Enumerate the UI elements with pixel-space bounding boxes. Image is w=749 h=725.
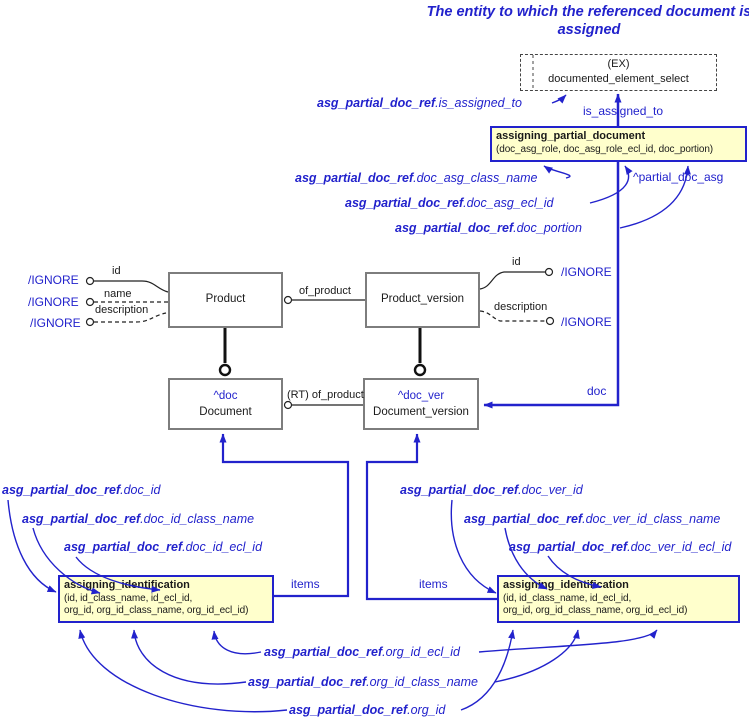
edge-label-items-left: items (291, 577, 320, 591)
ref-label-doc-id-class-name: asg_partial_doc_ref.doc_id_class_name (22, 512, 255, 526)
apd-attrs: (doc_asg_role, doc_asg_role_ecl_id, doc_… (496, 143, 714, 155)
ai-left-attrs-1: (id, id_class_name, id_ecl_id, (64, 592, 193, 604)
product-box[interactable]: Product (168, 272, 283, 328)
select-box-tag: (EX) (607, 58, 630, 70)
assigning-partial-document-box[interactable]: assigning_partial_document (doc_asg_role… (490, 126, 747, 162)
product-version-name: Product_version (380, 293, 465, 306)
edge-label-is-assigned-to: is_assigned_to (583, 104, 664, 118)
ignore-label-id-right: /IGNORE (561, 265, 612, 279)
documented-element-select-box[interactable]: (EX) documented_element_select (520, 54, 717, 91)
ai-left-attrs-2: org_id, org_id_class_name, org_id_ecl_id… (64, 605, 249, 617)
attr-label-name: name (104, 288, 132, 300)
diagram-note: The entity to which the referenced docum… (426, 4, 749, 39)
ref-label-is-assigned-to: asg_partial_doc_ref.is_assigned_to (317, 96, 522, 110)
attr-label-rt-of-product: (RT) of_product (287, 389, 364, 401)
ai-left-title: assigning_identification (64, 579, 190, 591)
edge-label-doc: doc (587, 384, 607, 398)
document-version-name: Document_version (373, 406, 469, 418)
document-box[interactable]: ^doc Document (168, 378, 283, 430)
instance-label-partial-doc-asg: ^partial_doc_asg (633, 170, 724, 184)
attr-label-id-left: id (112, 265, 121, 277)
apd-title: assigning_partial_document (496, 130, 646, 142)
ignore-label-description-right: /IGNORE (561, 315, 612, 329)
ref-label-org-id-class-name: asg_partial_doc_ref.org_id_class_name (248, 675, 478, 689)
attr-label-id-right: id (512, 256, 521, 268)
document-version-box[interactable]: ^doc_ver Document_version (363, 378, 479, 430)
product-version-box[interactable]: Product_version (365, 272, 480, 328)
ref-label-org-id-ecl-id: asg_partial_doc_ref.org_id_ecl_id (264, 645, 460, 659)
document-instance-tag: ^doc (213, 389, 238, 402)
assigning-identification-left-box[interactable]: assigning_identification (id, id_class_n… (58, 575, 274, 623)
attr-label-description-left: description (95, 304, 149, 316)
product-name: Product (205, 293, 246, 306)
attr-label-of-product: of_product (299, 285, 351, 297)
ref-label-org-id: asg_partial_doc_ref.org_id (289, 703, 446, 717)
ignore-label-id-left: /IGNORE (28, 273, 79, 287)
ref-label-doc-ver-id: asg_partial_doc_ref.doc_ver_id (400, 483, 583, 497)
attr-label-description-right: description (494, 301, 548, 313)
ai-right-attrs-2: org_id, org_id_class_name, org_id_ecl_id… (503, 605, 688, 617)
ref-label-doc-id-ecl-id: asg_partial_doc_ref.doc_id_ecl_id (64, 540, 263, 554)
ai-right-attrs-1: (id, id_class_name, id_ecl_id, (503, 592, 632, 604)
document-name: Document (199, 406, 252, 418)
ref-label-doc-asg-class-name: asg_partial_doc_ref.doc_asg_class_name (295, 171, 538, 185)
ignore-label-description-left: /IGNORE (30, 316, 81, 330)
ref-label-doc-portion: asg_partial_doc_ref.doc_portion (395, 221, 582, 235)
ai-right-title: assigning_identification (503, 579, 629, 591)
assigning-identification-right-box[interactable]: assigning_identification (id, id_class_n… (497, 575, 740, 623)
ref-label-doc-asg-ecl-id: asg_partial_doc_ref.doc_asg_ecl_id (345, 196, 554, 210)
ref-label-doc-id: asg_partial_doc_ref.doc_id (2, 483, 161, 497)
select-box-name: documented_element_select (548, 72, 689, 85)
ignore-label-name: /IGNORE (28, 295, 79, 309)
edge-label-items-right: items (419, 577, 448, 591)
ref-label-doc-ver-id-class-name: asg_partial_doc_ref.doc_ver_id_class_nam… (464, 512, 721, 526)
document-version-instance-tag: ^doc_ver (397, 389, 445, 402)
ref-label-doc-ver-id-ecl-id: asg_partial_doc_ref.doc_ver_id_ecl_id (509, 540, 732, 554)
